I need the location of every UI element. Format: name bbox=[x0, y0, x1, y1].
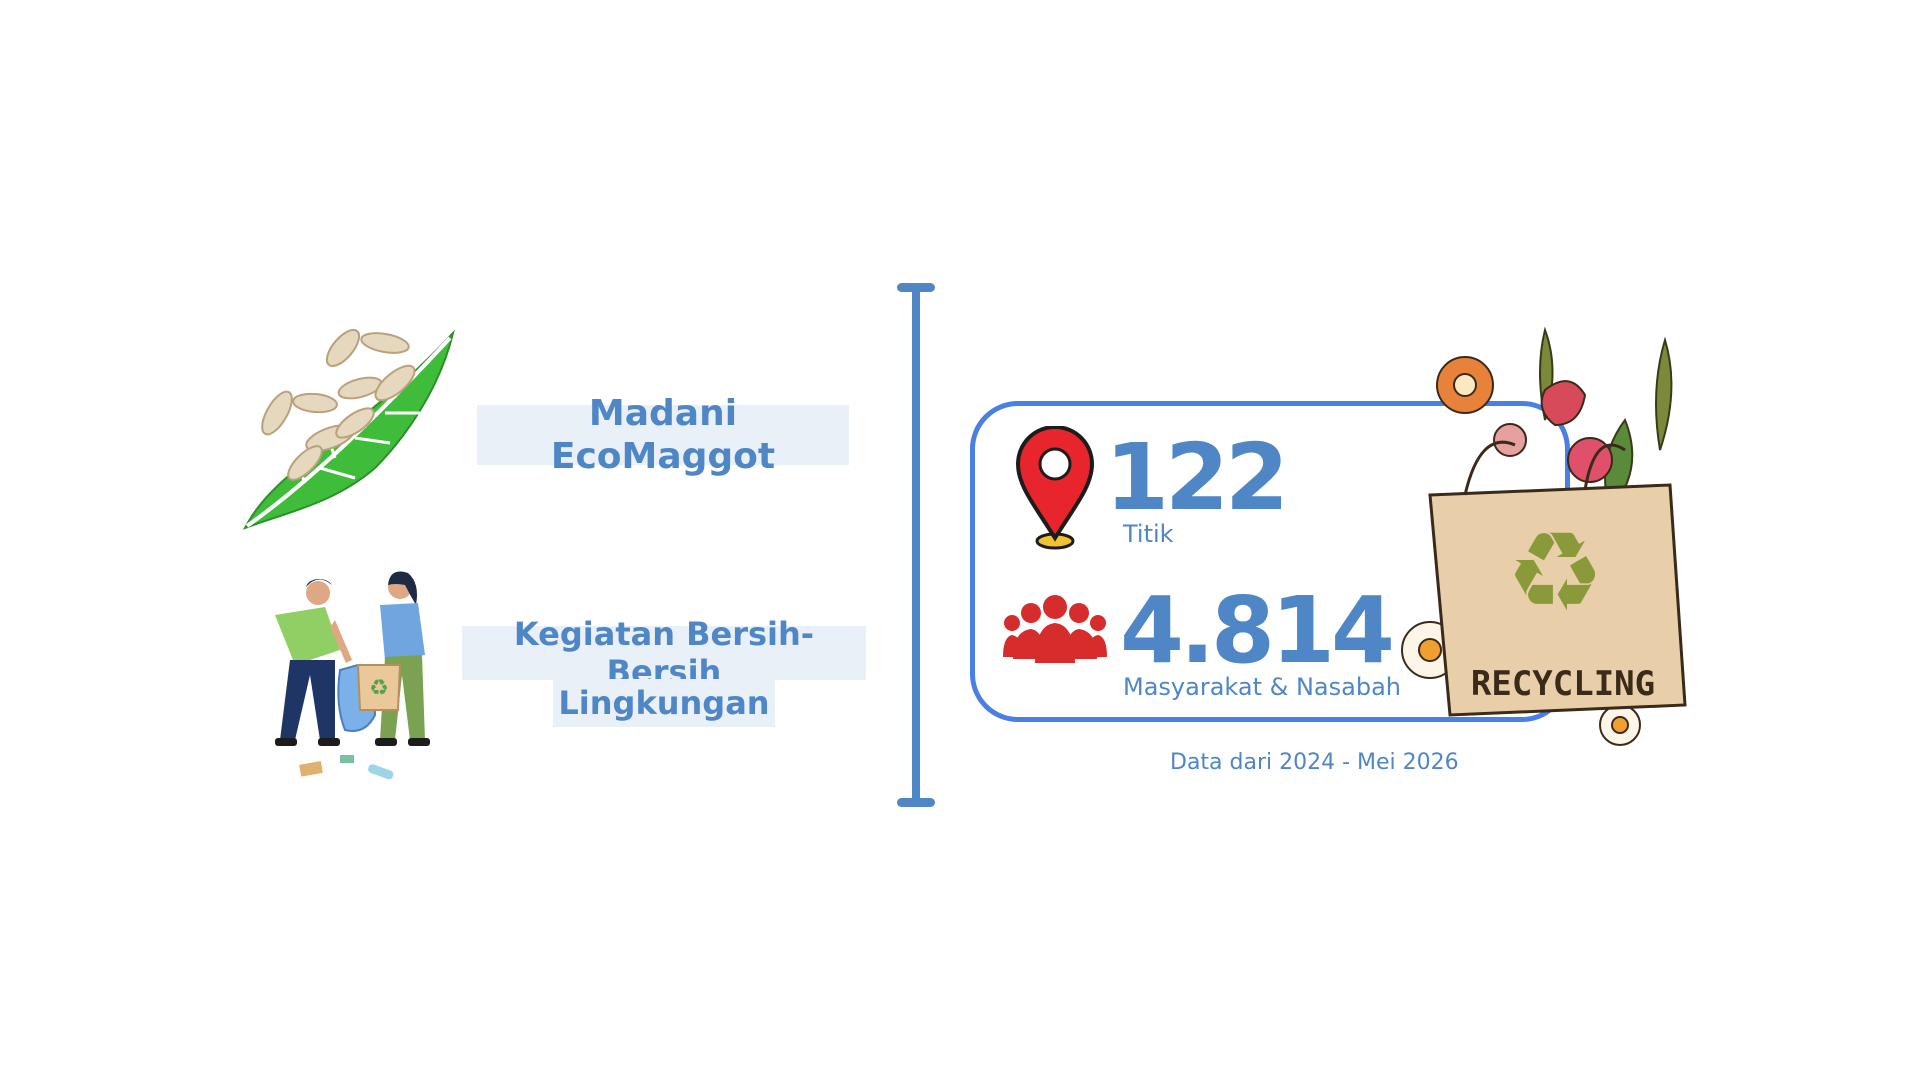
stat-people-unit: Masyarakat & Nasabah bbox=[1123, 673, 1401, 701]
maggot-leaf-icon bbox=[242, 328, 455, 530]
stat-people-value: 4.814 bbox=[1120, 577, 1395, 684]
stat-locations-unit: Titik bbox=[1123, 520, 1174, 548]
data-period-footnote: Data dari 2024 - Mei 2026 bbox=[1170, 750, 1459, 775]
program-label-cleanup-line2: Lingkungan bbox=[553, 679, 775, 727]
recycling-bag-icon: ♻ RECYCLING bbox=[1401, 326, 1687, 746]
bag-recycling-text: RECYCLING bbox=[1471, 664, 1655, 704]
svg-text:♻: ♻ bbox=[369, 675, 389, 700]
svg-text:♻: ♻ bbox=[1506, 508, 1605, 636]
location-pin-icon bbox=[1015, 426, 1095, 550]
divider-cap-bottom bbox=[897, 798, 935, 807]
cleanup-people-icon: ♻ bbox=[275, 571, 430, 780]
program-label-ecomaggot: Madani EcoMaggot bbox=[477, 393, 849, 477]
group-people-icon bbox=[1003, 595, 1107, 663]
stat-locations-value: 122 bbox=[1105, 424, 1289, 531]
vertical-divider bbox=[912, 287, 920, 803]
program-label-cleanup-line1: Kegiatan Bersih-Bersih bbox=[462, 615, 866, 691]
